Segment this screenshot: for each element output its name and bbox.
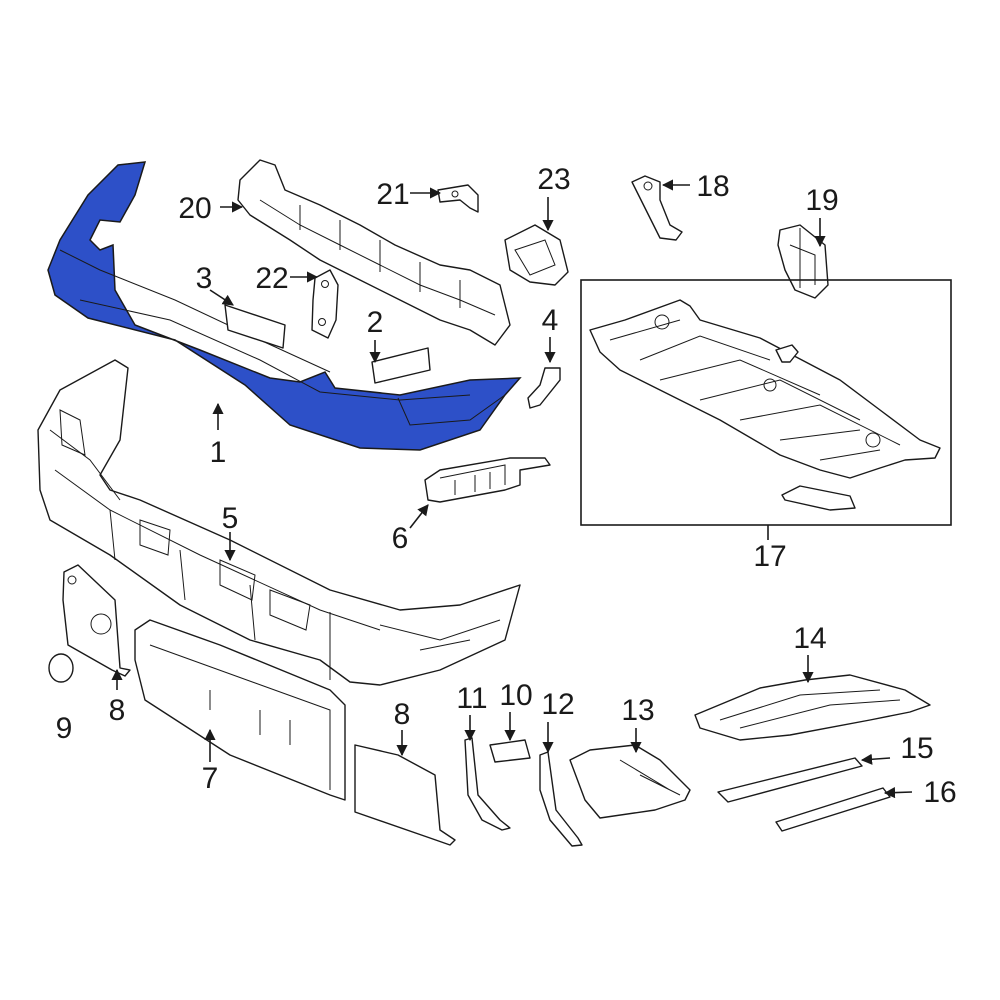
part-13-corner-trim[interactable] — [569, 744, 691, 819]
part-20-bumper-bracket[interactable] — [237, 159, 511, 346]
callout-8-left: 8 — [109, 694, 126, 727]
callout-1: 1 — [210, 436, 227, 469]
part-21-bracket[interactable] — [437, 184, 479, 213]
part-17-clip — [775, 344, 799, 363]
callout-12: 12 — [541, 688, 574, 721]
part-10-clip[interactable] — [489, 739, 531, 763]
part-5-bumper-absorber[interactable] — [37, 359, 521, 686]
part-16-strip[interactable] — [775, 787, 891, 832]
callout-15: 15 — [900, 732, 933, 765]
callout-23: 23 — [537, 163, 570, 196]
part-3-plate[interactable] — [224, 304, 286, 349]
part-8-right-reflector[interactable] — [354, 744, 456, 846]
callout-4: 4 — [542, 304, 559, 337]
part-6-side-bracket[interactable] — [424, 457, 551, 503]
callout-21: 21 — [376, 178, 409, 211]
callout-5: 5 — [222, 502, 239, 535]
callout-3: 3 — [196, 262, 213, 295]
part-9-cap[interactable] — [48, 653, 74, 683]
part-17-frame — [580, 279, 952, 526]
callout-6: 6 — [392, 522, 409, 555]
callout-16: 16 — [923, 776, 956, 809]
callout-10: 10 — [499, 679, 532, 712]
part-23-sensor-bracket[interactable] — [504, 224, 569, 286]
part-11-strip[interactable] — [464, 737, 511, 831]
part-17-plate — [781, 485, 856, 511]
part-12-strip[interactable] — [539, 751, 583, 847]
callout-19: 19 — [805, 184, 838, 217]
callout-2: 2 — [367, 306, 384, 339]
part-18-bracket[interactable] — [631, 175, 683, 241]
callout-labels: 1 2 3 4 5 6 7 8 8 9 10 11 12 13 14 15 16… — [56, 163, 957, 809]
callout-22: 22 — [255, 262, 288, 295]
callout-7: 7 — [202, 762, 219, 795]
part-8-left-reflector[interactable] — [62, 564, 131, 677]
callout-8-right: 8 — [394, 698, 411, 731]
part-2-plate[interactable] — [371, 347, 431, 384]
callout-17: 17 — [753, 540, 786, 573]
part-4-clip[interactable] — [527, 367, 561, 409]
part-1-bumper-cover[interactable] — [47, 161, 522, 451]
part-15-strip[interactable] — [717, 757, 863, 803]
callout-13: 13 — [621, 694, 654, 727]
callout-18: 18 — [696, 170, 729, 203]
callout-20: 20 — [178, 192, 211, 225]
callout-11: 11 — [456, 682, 487, 715]
part-17-undercover-group[interactable] — [580, 279, 952, 526]
leader-lines — [111, 179, 913, 799]
part-22-bracket[interactable] — [311, 269, 339, 339]
part-7-lower-grille[interactable] — [134, 619, 346, 801]
callout-9: 9 — [56, 712, 73, 745]
callout-14: 14 — [793, 622, 826, 655]
part-14-skid-plate[interactable] — [694, 674, 931, 741]
